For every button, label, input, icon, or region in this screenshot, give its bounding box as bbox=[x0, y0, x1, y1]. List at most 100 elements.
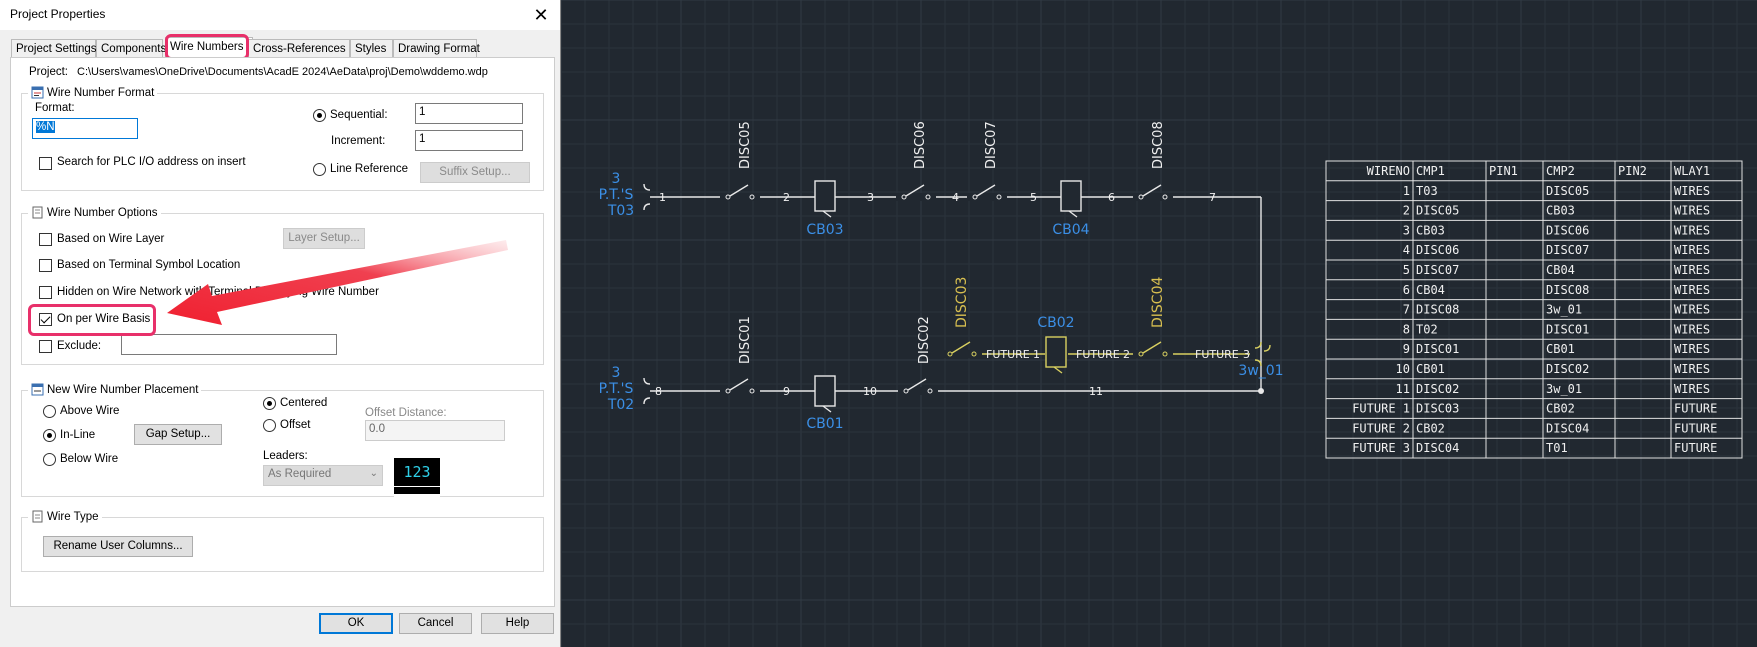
format-value: %N bbox=[36, 121, 55, 133]
tab-components[interactable]: Components bbox=[96, 39, 166, 57]
table-cell: DISC04 bbox=[1416, 441, 1459, 455]
future-word-2: FUTURE bbox=[1076, 348, 1120, 361]
table-cell: PIN2 bbox=[1618, 164, 1647, 178]
sequential-input[interactable]: 1 bbox=[415, 103, 523, 124]
wire-numbers-panel: Project: C:\Users\vames\OneDrive\Documen… bbox=[10, 57, 555, 607]
close-icon[interactable]: ✕ bbox=[533, 5, 549, 25]
wire-number: 10 bbox=[863, 385, 877, 398]
increment-input[interactable]: 1 bbox=[415, 130, 523, 151]
hidden-on-network-checkbox[interactable] bbox=[39, 286, 52, 299]
wire-number: 5 bbox=[1030, 191, 1037, 204]
table-cell: FUTURE bbox=[1674, 441, 1717, 455]
offset-distance-input[interactable]: 0.0 bbox=[365, 420, 505, 441]
in-line-radio[interactable] bbox=[43, 429, 56, 442]
sequential-value: 1 bbox=[419, 106, 426, 118]
project-path: C:\Users\vames\OneDrive\Documents\AcadE … bbox=[77, 66, 488, 78]
wire-numbers-rung2: 8 9 10 11 bbox=[655, 385, 1103, 398]
wire-type-group bbox=[21, 517, 544, 572]
above-wire-radio[interactable] bbox=[43, 405, 56, 418]
rename-user-columns-button[interactable]: Rename User Columns... bbox=[43, 536, 193, 557]
exclude-input[interactable] bbox=[121, 334, 337, 355]
sequential-radio[interactable] bbox=[313, 109, 326, 122]
wire-number: 4 bbox=[952, 191, 959, 204]
wire-type-title: Wire Type bbox=[28, 510, 102, 523]
leaders-value: As Required bbox=[268, 468, 332, 480]
leaders-select[interactable]: As Required⌄ bbox=[263, 465, 383, 486]
table-cell: CB01 bbox=[1416, 362, 1445, 376]
offset-distance-label: Offset Distance: bbox=[365, 407, 447, 419]
table-cell: 11 bbox=[1396, 382, 1410, 396]
source-connector-rung1 bbox=[643, 183, 651, 211]
plc-search-label: Search for PLC I/O address on insert bbox=[57, 156, 246, 168]
gap-setup-button[interactable]: Gap Setup... bbox=[134, 424, 222, 445]
ref-number-rung2: 3 bbox=[612, 365, 621, 381]
wire-layer-checkbox[interactable] bbox=[39, 233, 52, 246]
table-cell: WIRES bbox=[1674, 223, 1710, 237]
offset-radio[interactable] bbox=[263, 419, 276, 432]
format-input[interactable]: %N bbox=[32, 118, 138, 139]
centered-radio[interactable] bbox=[263, 397, 276, 410]
table-cell: CB03 bbox=[1546, 204, 1575, 218]
table-cell: CB01 bbox=[1546, 342, 1575, 356]
project-properties-dialog: Project Properties ✕ Project Settings Co… bbox=[0, 0, 561, 647]
table-cell: DISC01 bbox=[1546, 322, 1589, 336]
table-cell: CMP1 bbox=[1416, 164, 1445, 178]
breaker-tag-cb01: CB01 bbox=[806, 416, 843, 432]
table-cell: DISC05 bbox=[1546, 184, 1589, 198]
placement-title-text: New Wire Number Placement bbox=[47, 383, 199, 396]
wire-number: 6 bbox=[1108, 191, 1115, 204]
wire-number: 3 bbox=[867, 191, 874, 204]
table-cell: 8 bbox=[1403, 322, 1410, 336]
table-cell: WIRES bbox=[1674, 362, 1710, 376]
tab-styles[interactable]: Styles bbox=[350, 39, 393, 57]
cancel-button[interactable]: Cancel bbox=[399, 613, 472, 634]
suffix-setup-button[interactable]: Suffix Setup... bbox=[420, 162, 530, 183]
table-cell: WIRES bbox=[1674, 283, 1710, 297]
table-cell: FUTURE 3 bbox=[1352, 441, 1410, 455]
increment-label: Increment: bbox=[331, 135, 386, 147]
table-cell: DISC08 bbox=[1416, 303, 1459, 317]
placement-title: New Wire Number Placement bbox=[28, 383, 202, 396]
tab-drawing-format[interactable]: Drawing Format bbox=[393, 39, 480, 57]
exclude-checkbox[interactable] bbox=[39, 340, 52, 353]
dialog-titlebar[interactable]: Project Properties ✕ bbox=[0, 0, 560, 30]
table-cell: WIRES bbox=[1674, 303, 1710, 317]
tab-wire-numbers[interactable]: Wire Numbers bbox=[165, 37, 253, 58]
table-cell: 1 bbox=[1403, 184, 1410, 198]
future-word-3: FUTURE bbox=[1195, 348, 1239, 361]
in-line-label: In-Line bbox=[60, 429, 96, 441]
wire-number-format-group bbox=[21, 93, 544, 191]
centered-label: Centered bbox=[280, 397, 328, 409]
plc-search-checkbox[interactable] bbox=[39, 157, 52, 170]
table-cell: FUTURE 2 bbox=[1352, 421, 1410, 435]
table-cell: CMP2 bbox=[1546, 164, 1575, 178]
breaker-tag-cb03: CB03 bbox=[806, 222, 843, 238]
table-cell: CB02 bbox=[1546, 402, 1575, 416]
table-cell: 6 bbox=[1403, 283, 1410, 297]
below-wire-radio[interactable] bbox=[43, 453, 56, 466]
table-cell: CB04 bbox=[1416, 283, 1445, 297]
table-cell: DISC06 bbox=[1546, 223, 1589, 237]
table-cell: WLAY1 bbox=[1674, 164, 1710, 178]
terminal-location-checkbox[interactable] bbox=[39, 259, 52, 272]
table-cell: FUTURE bbox=[1674, 421, 1717, 435]
table-cell: PIN1 bbox=[1489, 164, 1518, 178]
help-button[interactable]: Help bbox=[481, 613, 554, 634]
switch-tag-disc07: DISC07 bbox=[984, 121, 999, 169]
wire-number-preview: 123 bbox=[394, 458, 440, 500]
ok-button[interactable]: OK bbox=[319, 613, 393, 634]
wire-number: 9 bbox=[783, 385, 790, 398]
tab-project-settings[interactable]: Project Settings bbox=[11, 39, 97, 57]
highlight-box-checkbox bbox=[28, 304, 156, 336]
table-cell: FUTURE 1 bbox=[1352, 402, 1410, 416]
leaders-label: Leaders: bbox=[263, 450, 308, 462]
wire-number: 11 bbox=[1089, 385, 1103, 398]
line-reference-radio[interactable] bbox=[313, 163, 326, 176]
table-cell: WIRES bbox=[1674, 322, 1710, 336]
terminal-location-label: Based on Terminal Symbol Location bbox=[57, 259, 241, 271]
layer-setup-button[interactable]: Layer Setup... bbox=[283, 228, 365, 249]
ref-name-rung1: P.T.'S bbox=[599, 187, 634, 203]
per-wire-basis-checkbox[interactable] bbox=[39, 313, 52, 326]
tab-cross-references[interactable]: Cross-References bbox=[248, 39, 350, 57]
